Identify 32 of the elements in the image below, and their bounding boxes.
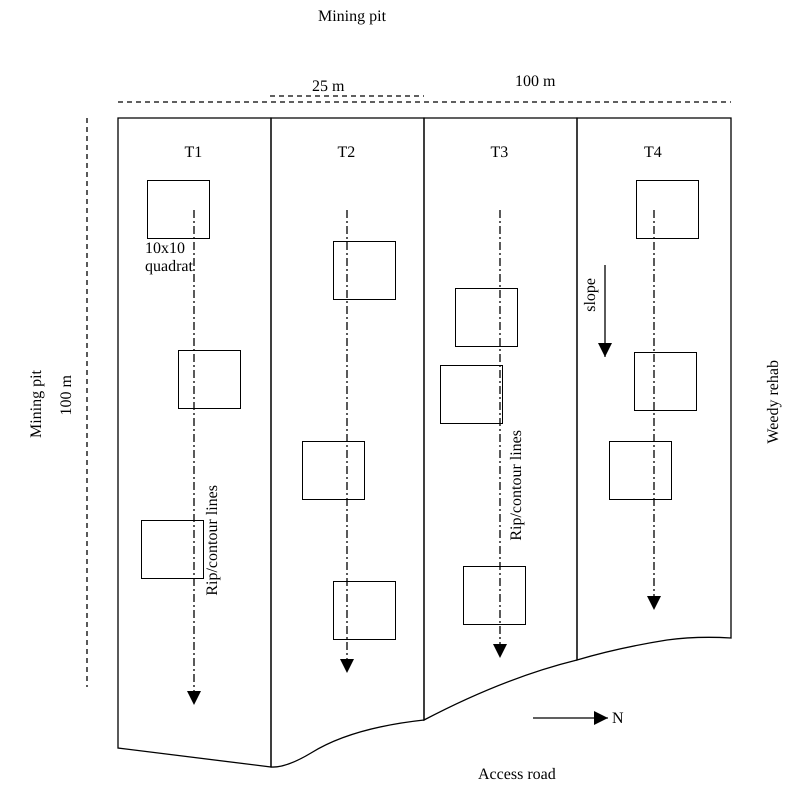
quadrat-box: [302, 441, 365, 500]
quadrat-box: [440, 365, 503, 424]
quadrat-box: [333, 581, 396, 640]
plot-strip: [118, 118, 271, 767]
quadrat-box: [455, 288, 518, 347]
quadrat-box: [609, 441, 672, 500]
strip-label: T4: [644, 144, 662, 162]
plot-strip: [577, 118, 731, 660]
quadrat-box: [147, 180, 210, 239]
north-label: N: [612, 710, 624, 728]
strip-label: T1: [184, 144, 202, 162]
strip-label: T3: [490, 144, 508, 162]
dimension-label: 25 m: [312, 78, 344, 96]
line-label: Rip/contour lines: [204, 485, 222, 596]
plot-strip: [424, 118, 577, 720]
quadrat-box: [141, 520, 204, 579]
quadrat-box: [463, 566, 526, 625]
dimension-label: 100 m: [58, 375, 76, 416]
quadrat-box: [333, 241, 396, 300]
area-label: Weedy rehab: [765, 360, 783, 444]
dimension-label: 100 m: [515, 73, 556, 91]
quadrat-box: [178, 350, 241, 409]
area-label: Mining pit: [318, 8, 386, 26]
area-label: Access road: [478, 766, 556, 784]
quadrat-box: [636, 180, 699, 239]
area-label: Mining pit: [28, 370, 46, 438]
strip-label: T2: [338, 144, 356, 162]
quadrat-box: [634, 352, 697, 411]
line-label: Rip/contour lines: [508, 430, 526, 541]
slope-label: slope: [582, 278, 600, 312]
plot-strip: [271, 118, 424, 767]
quadrat-caption: 10x10 quadrat: [145, 240, 194, 276]
